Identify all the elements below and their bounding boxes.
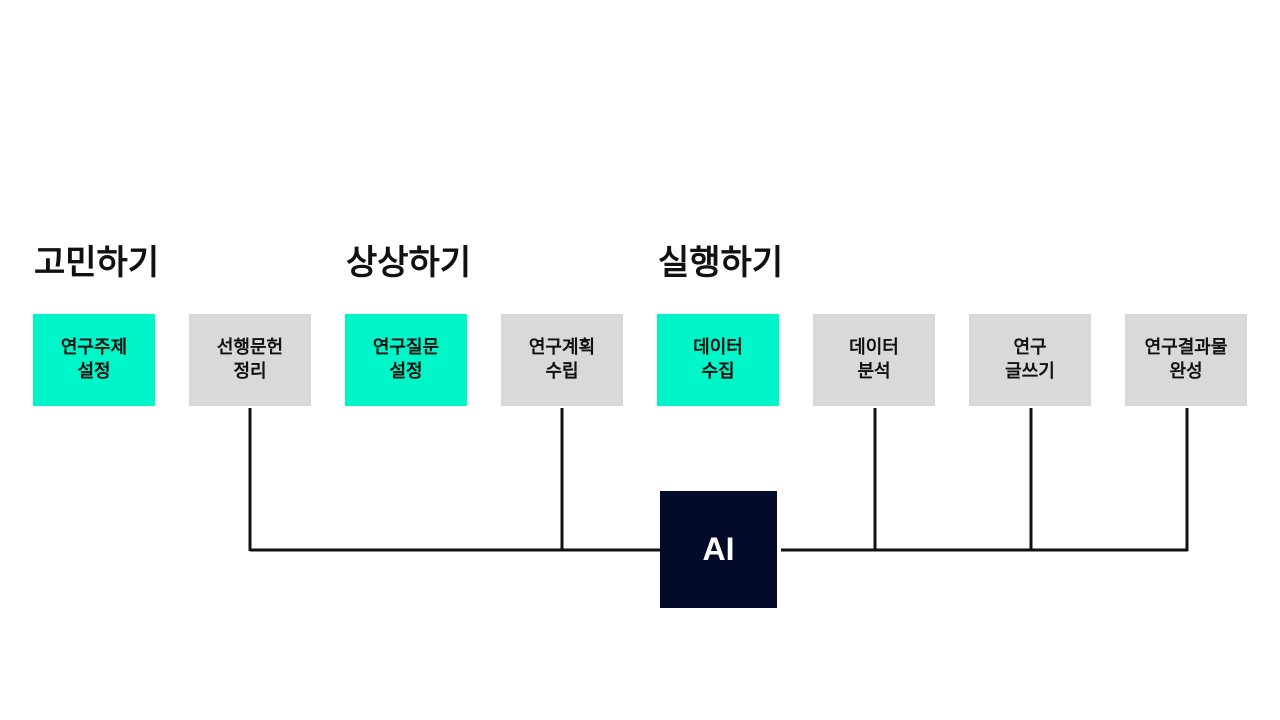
step-literature-review: 선행문헌 정리 [189,314,311,406]
step-label-line1: 연구질문 [372,337,440,358]
step-label-line2: 수집 [701,361,735,382]
step-label-line2: 완성 [1169,361,1203,382]
step-data-analysis: 데이터 분석 [813,314,935,406]
phase-title-silhaeng: 실행하기 [658,243,784,283]
step-label-line2: 분석 [857,361,891,382]
step-label-line1: 데이터 [849,337,899,358]
step-label-line1: 데이터 [693,337,743,358]
step-research-writing: 연구 글쓰기 [969,314,1091,406]
step-research-question: 연구질문 설정 [345,314,467,406]
step-research-topic: 연구주제 설정 [33,314,155,406]
step-label-line1: 연구 [1013,337,1047,358]
phase-title-sangsang: 상상하기 [346,243,472,283]
phase-title-gomin: 고민하기 [34,243,160,283]
step-label-line2: 설정 [77,361,111,382]
step-label-line2: 글쓰기 [1005,361,1055,382]
step-label-line2: 정리 [233,361,267,382]
step-label-line1: 연구결과물 [1144,337,1228,358]
step-data-collection: 데이터 수집 [657,314,779,406]
ai-label: AI [702,531,735,567]
step-label-line1: 선행문헌 [216,337,284,358]
step-research-plan: 연구계획 수립 [501,314,623,406]
ai-hub-box: AI [660,491,777,608]
step-label-line2: 수립 [545,361,579,382]
step-label-line1: 연구계획 [528,337,596,358]
step-label-line2: 설정 [389,361,423,382]
step-research-output: 연구결과물 완성 [1125,314,1247,406]
step-label-line1: 연구주제 [60,337,128,358]
